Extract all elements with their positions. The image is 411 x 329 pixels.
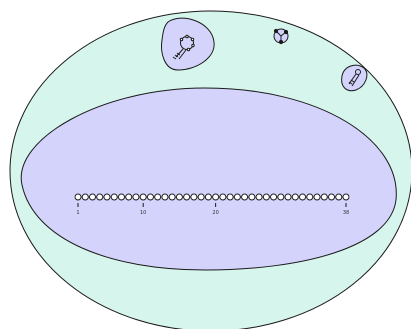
chain-tick-label: 10 — [140, 210, 146, 216]
chain-bead — [242, 194, 248, 200]
chain-bead — [75, 194, 81, 200]
chain-bead — [126, 194, 132, 200]
chain-bead — [220, 194, 226, 200]
chain-bead — [104, 194, 110, 200]
chain-bead — [162, 194, 168, 200]
chain-bead — [234, 194, 240, 200]
chain-bead — [140, 194, 146, 200]
chain-bead — [227, 194, 233, 200]
chain-bead — [249, 194, 255, 200]
chain-bead — [89, 194, 95, 200]
chain-bead — [307, 194, 313, 200]
chain-bead — [321, 194, 327, 200]
chain-bead — [278, 194, 284, 200]
chain-bead — [285, 194, 291, 200]
chain-bead — [133, 194, 139, 200]
chain-bead — [213, 194, 219, 200]
chain-bead — [256, 194, 262, 200]
chain-bead — [82, 194, 88, 200]
chain-bead — [118, 194, 124, 200]
chain-bead — [343, 194, 349, 200]
chain-bead — [97, 194, 103, 200]
chain-tick-label: 1 — [76, 210, 79, 216]
chain-bead — [271, 194, 277, 200]
chain-bead — [184, 194, 190, 200]
chain-bead — [292, 194, 298, 200]
chain-bead — [205, 194, 211, 200]
chain-bead — [300, 194, 306, 200]
chain-bead — [198, 194, 204, 200]
three-way-junction-icon — [274, 29, 288, 44]
chain-bead — [111, 194, 117, 200]
chain-tick-label: 20 — [212, 210, 218, 216]
chain-bead — [329, 194, 335, 200]
chain-bead — [191, 194, 197, 200]
chain-bead — [314, 194, 320, 200]
chain-bead — [147, 194, 153, 200]
chain-bead — [176, 194, 182, 200]
chain-bead — [169, 194, 175, 200]
chain-bead — [263, 194, 269, 200]
chain-bead — [336, 194, 342, 200]
chain-tick-label: 38 — [343, 210, 349, 216]
chain-bead — [155, 194, 161, 200]
